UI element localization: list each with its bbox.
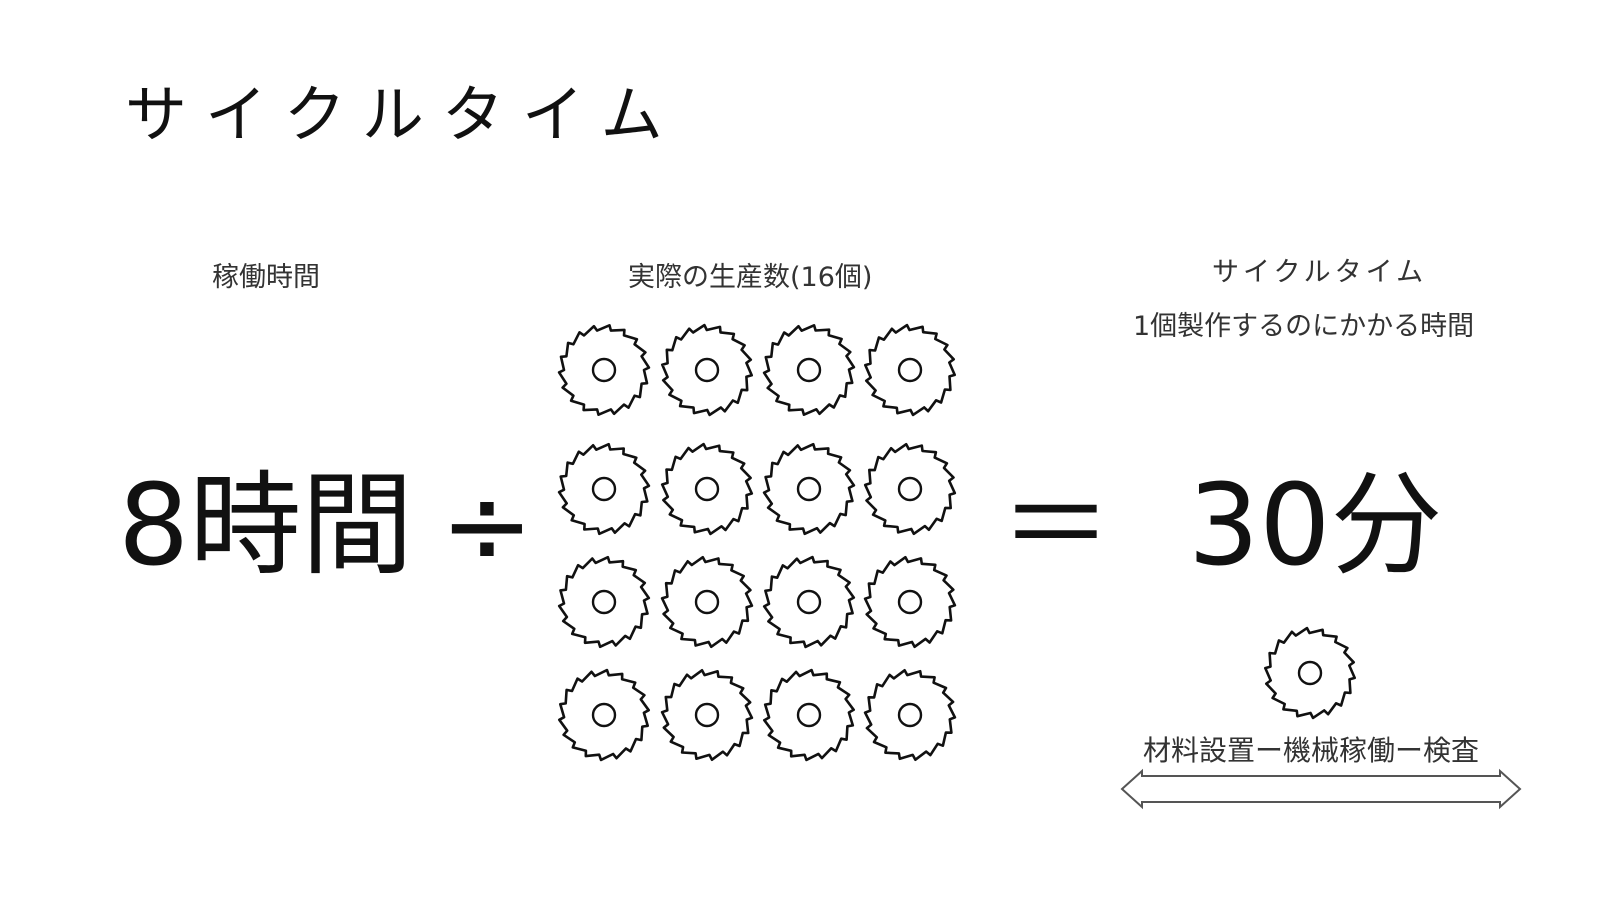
gear-icon (660, 668, 754, 762)
operating-time-label: 稼働時間 (212, 262, 320, 293)
production-count-label: 実際の生産数(16個) (628, 262, 873, 293)
equals-operator: ＝ (1000, 461, 1112, 591)
gear-icon (557, 668, 651, 762)
gear-icon (762, 668, 856, 762)
single-product-gear (1263, 626, 1357, 720)
gear-icon (762, 442, 856, 536)
cycle-time-description: 1個製作するのにかかる時間 (1133, 311, 1475, 342)
gear-icon (660, 555, 754, 649)
cycle-time-result: 30分 (1188, 461, 1443, 591)
gear-icon (863, 555, 957, 649)
cycle-time-label: サイクルタイム (1212, 257, 1428, 288)
process-steps: 材料設置ー機械稼働ー検査 (1143, 734, 1480, 767)
gear-icon (863, 668, 957, 762)
gear-icon (660, 323, 754, 417)
gear-icon (1263, 626, 1357, 720)
gear-icon (762, 323, 856, 417)
product-gear-grid (557, 323, 957, 762)
gear-icon (557, 323, 651, 417)
slide-title: サイクルタイム (125, 78, 681, 151)
operating-time-value: 8時間 (118, 461, 414, 591)
gear-icon (557, 442, 651, 536)
gear-icon (863, 323, 957, 417)
gear-icon (660, 442, 754, 536)
gear-icon (762, 555, 856, 649)
gear-icon (863, 442, 957, 536)
gear-icon (557, 555, 651, 649)
double-arrow-icon (1120, 768, 1522, 810)
divide-operator: ÷ (440, 461, 534, 591)
